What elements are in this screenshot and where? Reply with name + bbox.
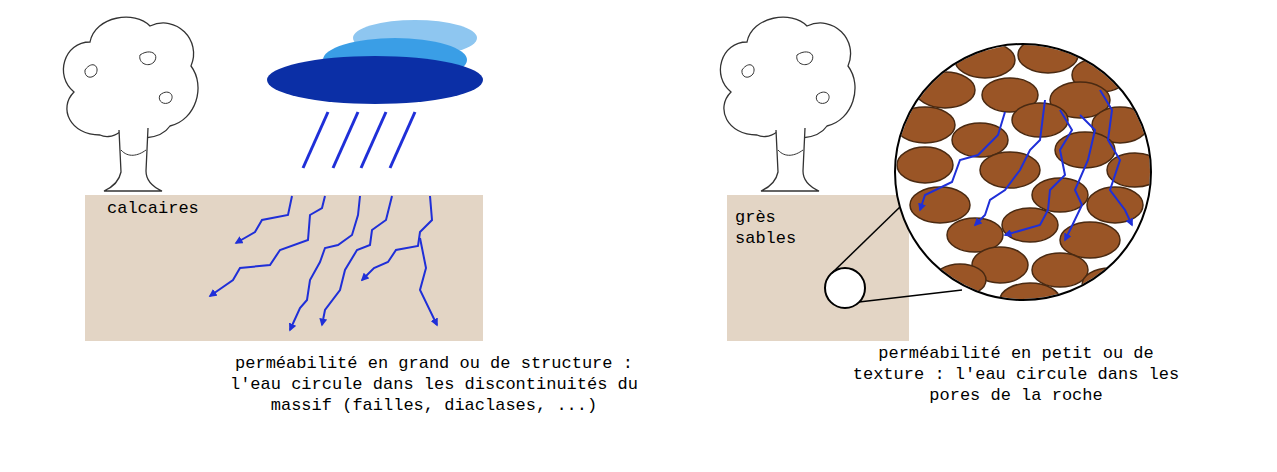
- sand-grains: [895, 37, 1163, 317]
- rock-name: grès sables: [735, 207, 815, 249]
- rock-block: grès sables: [727, 195, 909, 341]
- tree: [720, 17, 855, 191]
- caption-text: perméabilité en grand ou de structure : …: [224, 353, 644, 416]
- rock-name: calcaires: [107, 198, 247, 219]
- rain: [303, 112, 415, 168]
- pore-flow: [920, 90, 1132, 240]
- rock-block: calcaires: [85, 195, 483, 341]
- tree: [63, 17, 198, 191]
- cloud: [267, 20, 483, 104]
- zoom-outline: [895, 44, 1151, 300]
- caption-text: perméabilité en petit ou de texture : l'…: [841, 343, 1191, 406]
